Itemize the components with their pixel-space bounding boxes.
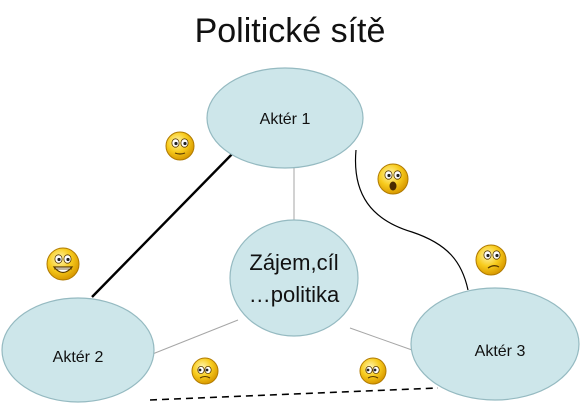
node-center: Zájem,cíl …politika — [229, 219, 359, 337]
node-actor1-label: Aktér 1 — [260, 111, 311, 128]
node-actor1: Aktér 1 — [206, 67, 364, 169]
edge-actor1-actor2-strong — [91, 147, 239, 298]
node-actor2-label: Aktér 2 — [53, 349, 104, 366]
edge-actor1-actor3-curved — [354, 149, 469, 291]
sad-smiley-icon-2 — [359, 357, 387, 385]
node-center-label-line1: Zájem,cíl — [249, 250, 338, 275]
node-actor3: Aktér 3 — [410, 287, 580, 401]
node-actor3-label: Aktér 3 — [475, 343, 526, 360]
node-center-label-line2: …politika — [249, 282, 340, 307]
smiley-neutral-icon — [165, 131, 195, 161]
sad-smiley-icon — [191, 357, 219, 385]
edge-center-actor3 — [349, 327, 413, 351]
surprised-smiley-icon — [377, 163, 409, 195]
node-actor2: Aktér 2 — [1, 297, 155, 403]
edge-center-actor2 — [149, 319, 239, 356]
skeptical-smiley-icon — [475, 244, 507, 276]
page-title: Politické sítě — [195, 12, 386, 50]
happy-smiley-icon — [46, 247, 80, 281]
edge-actor2-actor3-dashed — [149, 387, 439, 401]
edges — [91, 147, 469, 401]
